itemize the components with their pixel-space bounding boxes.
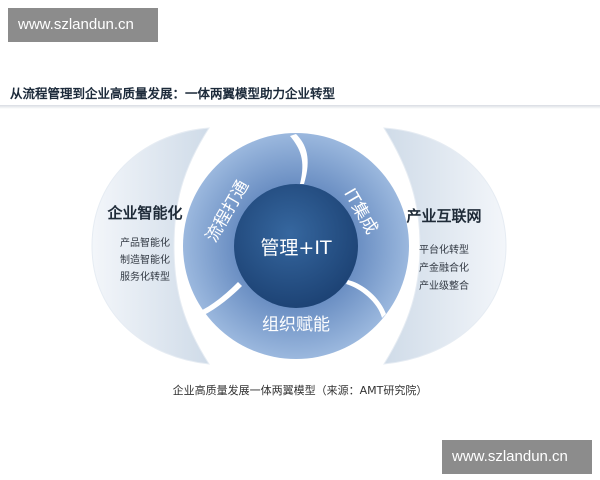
ring-separator-right — [346, 280, 386, 318]
watermark-top: www.szlandun.cn — [8, 8, 158, 42]
figure-caption: 企业高质量发展一体两翼模型（来源：AMT研究院） — [172, 384, 428, 397]
ring-label-bottom: 组织赋能 — [262, 315, 330, 335]
left-wing-item-2: 制造智能化 — [120, 253, 170, 266]
title-divider — [0, 105, 600, 109]
center-label: 管理+IT — [260, 237, 332, 259]
right-wing-item-1: 平台化转型 — [419, 243, 469, 256]
left-wing-item-3: 服务化转型 — [120, 270, 170, 283]
ring-separator-left — [198, 282, 242, 316]
right-wing-item-3: 产业级整合 — [419, 279, 469, 292]
watermark-bottom: www.szlandun.cn — [442, 440, 592, 474]
core-circle — [234, 184, 358, 308]
one-body-two-wings-diagram: 流程打通 IT集成 组织赋能 管理+IT 企业智能化 产品智能化 制造智能化 服… — [91, 127, 507, 365]
right-wing-item-2: 产金融合化 — [419, 261, 469, 274]
right-wing-title: 产业互联网 — [406, 207, 481, 225]
page-title: 从流程管理到企业高质量发展：一体两翼模型助力企业转型 — [10, 86, 336, 101]
ring-separator-top — [290, 134, 308, 184]
right-wing-shape — [383, 127, 507, 365]
left-wing-shape — [91, 127, 210, 365]
left-wing-title: 企业智能化 — [106, 204, 182, 222]
left-wing-item-1: 产品智能化 — [120, 236, 170, 249]
